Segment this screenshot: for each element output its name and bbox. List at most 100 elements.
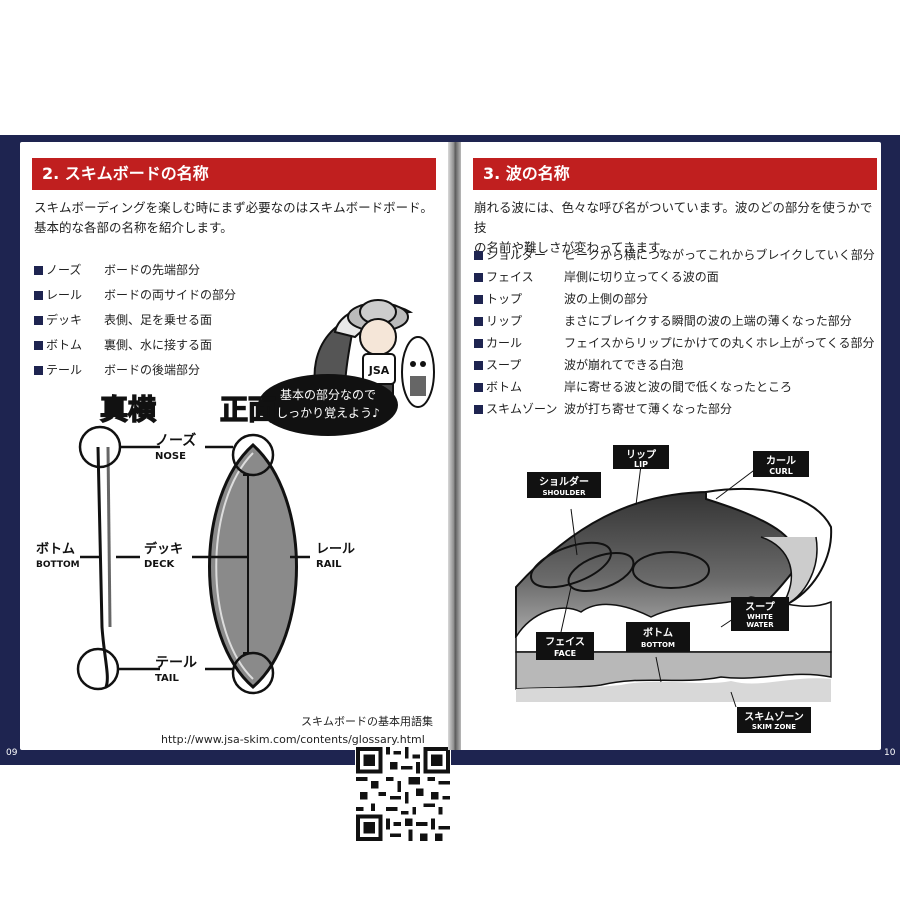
bullet-square-icon xyxy=(474,383,483,392)
right-page: 3. 波の名称 崩れる波には、色々な呼び名がついています。波のどの部分を使うかで… xyxy=(461,142,881,750)
description: 波が打ち寄せて薄くなった部分 xyxy=(564,402,733,416)
description: 表側、足を乗せる面 xyxy=(104,313,213,327)
description: 岸に寄せる波と波の間で低くなったところ xyxy=(564,380,793,394)
view-side-title: 真横 xyxy=(100,393,156,426)
term: カール xyxy=(486,336,523,350)
tail-circle-side xyxy=(76,647,120,691)
view-front-title: 正面 xyxy=(220,393,276,426)
term: スキムゾーン xyxy=(486,402,558,416)
front-board-shape xyxy=(208,442,298,689)
label-curl-en: CURL xyxy=(769,467,793,476)
wave-part-item: カール フェイスからリップにかけての丸くホレ上がってくる部分 xyxy=(474,334,874,351)
label-soup-jp: スープ xyxy=(745,600,775,613)
label-curl-jp: カール xyxy=(766,455,796,467)
bullet-square-icon xyxy=(34,316,43,325)
term: リップ xyxy=(486,314,523,328)
description: 波の上側の部分 xyxy=(564,292,649,306)
term: ボトム xyxy=(46,338,83,352)
wave-intro-line: 崩れる波には、色々な呼び名がついています。波のどの部分を使うかで技 xyxy=(474,200,873,235)
booklet-spread: 2. スキムボードの名称 スキムボーディングを楽しむ時にまず必要なのはスキムボー… xyxy=(0,135,900,841)
label-deck-en: DECK xyxy=(144,559,175,570)
term: レール xyxy=(46,288,83,302)
left-page: 2. スキムボードの名称 スキムボーディングを楽しむ時にまず必要なのはスキムボー… xyxy=(20,142,451,841)
bullet-square-icon xyxy=(474,251,483,260)
page-number-left: 09 xyxy=(6,748,18,758)
bullet-square-icon xyxy=(474,405,483,414)
term: スープ xyxy=(486,358,522,372)
label-tail-jp: テール xyxy=(155,655,197,671)
board-diagram: 真横 正面 ノーズ NOSE ボトム xyxy=(36,392,355,695)
term: ボトム xyxy=(486,380,523,394)
description: ピークから横につながってこれからブレイクしていく部分 xyxy=(564,248,875,262)
label-soup-en: WHITE xyxy=(747,613,773,621)
mascot-shirt-text: JSA xyxy=(368,364,390,377)
label-wave-bottom-en: BOTTOM xyxy=(641,641,675,649)
bullet-square-icon xyxy=(474,361,483,370)
label-rail-en: RAIL xyxy=(316,559,342,570)
label-bottom-jp: ボトム xyxy=(36,541,75,557)
bullet-square-icon xyxy=(34,291,43,300)
wave-part-item: リップ まさにブレイクする瞬間の波の上端の薄くなった部分 xyxy=(474,312,852,329)
wave-intro: 崩れる波には、色々な呼び名がついています。波のどの部分を使うかで技 の名前や難し… xyxy=(474,198,881,258)
bubble-line: しっかり覚えよう♪ xyxy=(276,406,380,420)
label-zone-en: SKIM ZONE xyxy=(752,723,796,731)
label-wave-bottom-jp: ボトム xyxy=(643,626,673,639)
wave-diagram: ショルダー SHOULDER リップ LIP カール CURL スープ WHIT… xyxy=(515,445,833,733)
board-part-item: テールボードの後端部分 xyxy=(34,361,200,378)
description: ボードの後端部分 xyxy=(104,363,201,377)
board-intro-line: 基本的な各部の名称を紹介します。 xyxy=(34,220,233,235)
board-part-item: ノーズ ボードの先端部分 xyxy=(34,261,200,278)
bullet-square-icon xyxy=(474,295,483,304)
label-shoulder-jp: ショルダー xyxy=(539,475,589,488)
description: 岸側に切り立ってくる波の面 xyxy=(564,270,719,284)
bullet-square-icon xyxy=(34,266,43,275)
label-face-jp: フェイス xyxy=(545,636,585,648)
wave-part-item: ボトム 岸に寄せる波と波の間で低くなったところ xyxy=(474,378,792,395)
label-nose-jp: ノーズ xyxy=(155,432,196,449)
term: ノーズ xyxy=(46,263,82,277)
term: ショルダー xyxy=(486,248,547,262)
wave-part-item: トップ 波の上側の部分 xyxy=(474,290,648,307)
bubble-line: 基本の部分なので xyxy=(279,388,376,402)
speech-bubble: 基本の部分なので しっかり覚えよう♪ xyxy=(258,374,398,436)
description: まさにブレイクする瞬間の波の上端の薄くなった部分 xyxy=(564,314,852,328)
wave-part-item: フェイス 岸側に切り立ってくる波の面 xyxy=(474,268,719,285)
label-shoulder-en: SHOULDER xyxy=(543,489,587,497)
bullet-square-icon xyxy=(474,339,483,348)
section-heading-board: 2. スキムボードの名称 xyxy=(32,158,436,190)
label-rail-jp: レール xyxy=(316,542,355,557)
side-board-shape xyxy=(96,446,109,688)
description: ボードの先端部分 xyxy=(104,263,201,277)
board-intro-line: スキムボーディングを楽しむ時にまず必要なのはスキムボードボード。 xyxy=(34,200,433,215)
qr-code[interactable] xyxy=(355,747,451,841)
description: 波が崩れてできる白泡 xyxy=(564,358,684,372)
bullet-square-icon xyxy=(474,317,483,326)
term: デッキ xyxy=(46,313,83,327)
label-lip-en: LIP xyxy=(634,460,648,469)
description: フェイスからリップにかけての丸くホレ上がってくる部分 xyxy=(564,336,875,350)
label-soup-en: WATER xyxy=(746,621,774,629)
wave-part-item: ショルダー ピークから横につながってこれからブレイクしていく部分 xyxy=(474,246,875,263)
bullet-square-icon xyxy=(474,273,483,282)
section-heading-wave: 3. 波の名称 xyxy=(473,158,877,190)
label-deck-jp: デッキ xyxy=(144,541,183,557)
description: 裏側、水に接する面 xyxy=(104,338,213,352)
description: ボードの両サイドの部分 xyxy=(104,288,237,302)
board-intro: スキムボーディングを楽しむ時にまず必要なのはスキムボードボード。 基本的な各部の… xyxy=(34,198,433,238)
label-tail-en: TAIL xyxy=(155,673,180,684)
page-number-right: 10 xyxy=(884,748,896,758)
board-part-item: ボトム 裏側、水に接する面 xyxy=(34,336,212,353)
wave-intro-line: の名前や難しさが変わってきます。 xyxy=(474,240,672,255)
label-face-en: FACE xyxy=(554,649,576,658)
wave-part-item: スープ 波が崩れてできる白泡 xyxy=(474,356,683,373)
label-nose-en: NOSE xyxy=(155,451,186,462)
glossary-url[interactable]: http://www.jsa-skim.com/contents/glossar… xyxy=(161,733,425,746)
label-zone-jp: スキムゾーン xyxy=(744,710,804,723)
bullet-square-icon xyxy=(34,366,43,375)
board-part-item: デッキ 表側、足を乗せる面 xyxy=(34,311,212,328)
term: フェイス xyxy=(486,270,534,284)
nose-circle-side xyxy=(78,425,122,469)
label-bottom-en: BOTTOM xyxy=(36,560,80,570)
term: トップ xyxy=(486,292,523,306)
qr-caption: スキムボードの基本用語集 xyxy=(301,715,433,728)
